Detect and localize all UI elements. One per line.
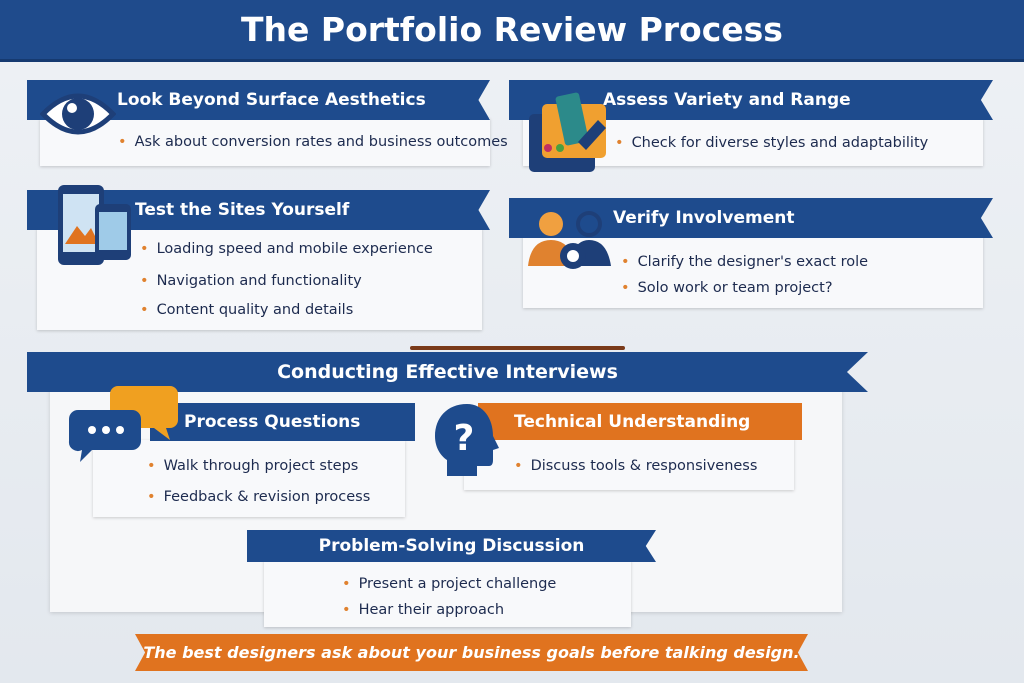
chat-bubbles-icon — [68, 386, 178, 462]
list-item: Walk through project steps — [147, 458, 359, 474]
head-question-icon: ? — [435, 404, 499, 476]
technical-heading: Technical Understanding — [478, 403, 802, 440]
list-item: Hear their approach — [342, 602, 505, 618]
problem-heading: Problem-Solving Discussion — [247, 530, 656, 562]
card-heading-variety: Assess Variety and Range — [509, 80, 993, 120]
list-item: Discuss tools & responsiveness — [514, 458, 758, 474]
list-item: Ask about conversion rates and business … — [118, 134, 508, 150]
divider — [410, 346, 625, 350]
svg-text:?: ? — [454, 418, 475, 459]
process-heading: Process Questions — [150, 403, 415, 441]
list-item: Content quality and details — [140, 302, 354, 318]
card-heading-involvement: Verify Involvement — [509, 198, 993, 238]
list-item: Clarify the designer's exact role — [621, 254, 868, 270]
list-item: Present a project challenge — [342, 576, 557, 592]
team-icon — [528, 211, 611, 269]
portfolio-icon — [529, 92, 606, 172]
eye-icon — [40, 93, 116, 135]
list-item: Feedback & revision process — [147, 489, 371, 505]
page-title: The Portfolio Review Process — [0, 0, 1024, 62]
list-item: Solo work or team project? — [621, 280, 833, 296]
list-item: Navigation and functionality — [140, 273, 362, 289]
list-item: Loading speed and mobile experience — [140, 241, 433, 257]
list-item: Check for diverse styles and adaptabilit… — [615, 135, 929, 151]
footer-tagline: The best designers ask about your busine… — [135, 634, 808, 671]
interviews-heading: Conducting Effective Interviews — [27, 352, 868, 392]
devices-icon — [58, 185, 131, 265]
